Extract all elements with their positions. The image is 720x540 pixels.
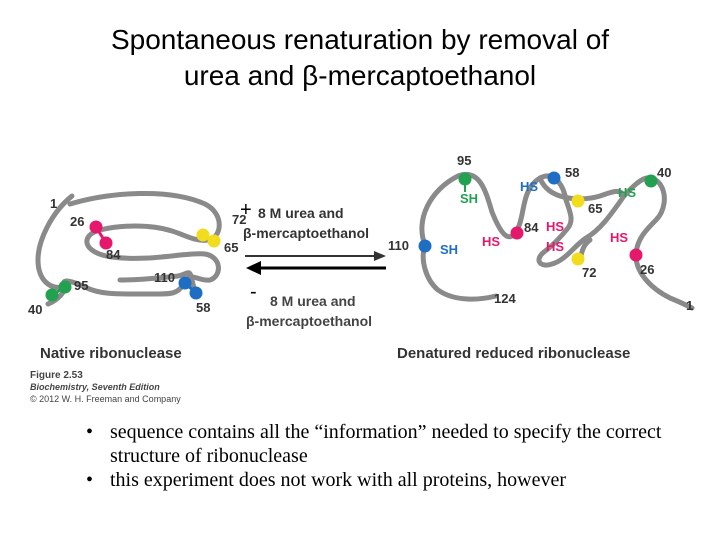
native-cys-40 [45,288,59,302]
sulfhydryl-label: HS [546,219,564,234]
sulfhydryl-label: HS [520,179,538,194]
denatured-chain [419,171,695,311]
forward-arrow [245,251,386,261]
denatured-cys-40 [644,174,658,188]
denatured-residue-label: 65 [588,201,602,216]
denatured-cys-58 [547,171,561,185]
ribonuclease-diagram: 1 26 84 72 65 95 110 40 58 + 8 M urea an… [28,153,695,404]
native-residue-label: 110 [154,270,175,285]
native-cys-65 [207,234,221,248]
forward-reagent-line-1: 8 M urea and [258,205,344,221]
denatured-residue-label: 84 [524,220,539,235]
native-residue-labels: 1 26 84 72 65 95 110 40 58 [28,196,246,317]
native-cys-26 [89,220,103,234]
denatured-residue-label: 124 [494,291,516,306]
sulfhydryl-label: HS [482,234,500,249]
title-line-2: urea and β-mercaptoethanol [183,60,537,91]
title-line-1: Spontaneous renaturation by removal of [110,24,610,55]
reverse-reagent-line-2: β-mercaptoethanol [246,313,372,329]
native-residue-label: 26 [70,214,84,229]
native-cys-110 [178,276,192,290]
native-residue-label: 58 [196,300,210,315]
denatured-ribonuclease-label: Denatured reduced ribonuclease [397,345,630,362]
denatured-cys-95 [458,172,472,186]
minus-sign: - [250,281,257,303]
native-cys-95 [58,280,72,294]
reverse-arrow [246,261,386,275]
denatured-residue-label: 26 [640,262,654,277]
native-residue-label: 95 [74,278,88,293]
caption-book: Biochemistry, Seventh Edition [30,382,160,392]
bullet-item: this experiment does not work with all p… [82,468,702,492]
denatured-residue-label: 72 [582,265,596,280]
bullet-list: sequence contains all the “information” … [82,420,702,492]
denatured-cys-65 [571,194,585,208]
denatured-residue-label: 110 [388,238,409,253]
native-residue-label: 40 [28,302,42,317]
denatured-cysteines [418,171,658,266]
denatured-cys-110 [418,239,432,253]
sulfhydryl-label: HS [610,230,628,245]
native-residue-label: 72 [232,212,246,227]
forward-reagent-line-2: β-mercaptoethanol [243,225,369,241]
native-residue-label: 1 [50,196,57,211]
native-cys-58 [189,286,203,300]
caption-copyright: © 2012 W. H. Freeman and Company [30,394,181,404]
renaturation-figure: 1 26 84 72 65 95 110 40 58 + 8 M urea an… [0,140,720,410]
bullet-item: sequence contains all the “information” … [82,420,702,468]
native-residue-label: 65 [224,240,238,255]
sulfhydryl-label: SH [460,191,478,206]
denatured-cys-72 [571,252,585,266]
denatured-residue-label: 95 [457,153,471,168]
slide-title: Spontaneous renaturation by removal of u… [0,22,720,94]
native-cys-84 [99,236,113,250]
plus-sign: + [240,199,252,221]
denatured-residue-label: 58 [565,165,579,180]
sulfhydryl-label: SH [440,242,458,257]
denatured-residue-labels: 95 58 40 65 84 110 72 26 124 1 [388,153,693,313]
denatured-cys-84 [510,226,524,240]
native-cys-72 [196,228,210,242]
denatured-cys-26 [629,248,643,262]
sulfhydryl-labels: SH HS HS HS HS HS HS SH [440,179,636,257]
sulfhydryl-label: HS [618,185,636,200]
denatured-residue-label: 1 [686,298,693,313]
native-residue-label: 84 [106,247,121,262]
native-cysteines [45,220,221,302]
reverse-reagent-line-1: 8 M urea and [270,293,356,309]
caption-figure-number: Figure 2.53 [30,370,83,381]
denatured-residue-label: 40 [657,165,671,180]
native-ribonuclease-label: Native ribonuclease [40,345,182,362]
sulfhydryl-label: HS [546,239,564,254]
